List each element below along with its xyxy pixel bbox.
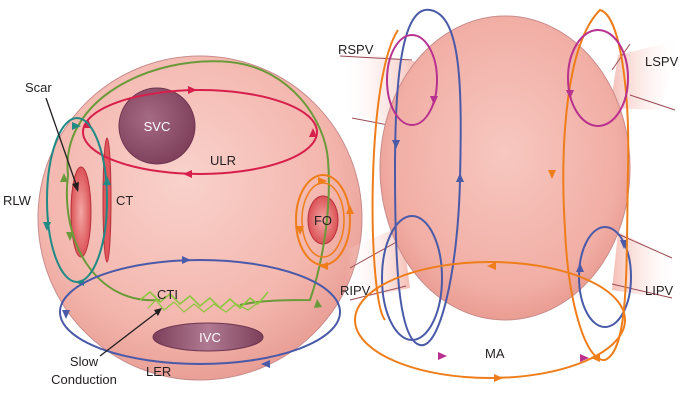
cti-label: CTI: [157, 287, 178, 302]
ivc-label: IVC: [199, 330, 221, 345]
ma-arrow-bottom: [494, 374, 503, 382]
ulr-arrow-bottom: [183, 170, 192, 178]
fo-label: FO: [314, 213, 332, 228]
orange-arrow-right: [548, 170, 556, 179]
svc-vessel: [118, 87, 196, 165]
scar-pointer-head: [72, 182, 79, 192]
right-atrium-chamber: [37, 55, 363, 381]
rlw-arrow-left: [43, 222, 51, 231]
fo-arrow-4: [319, 262, 328, 270]
ma-label: MA: [485, 346, 505, 361]
lspv-arrow: [566, 90, 574, 99]
slow-conduction-pointer-head: [154, 308, 162, 316]
orange-circuit-right: [562, 8, 630, 362]
slow-conduction-label-line1: Slow: [70, 354, 99, 369]
lspv-label: LSPV: [645, 54, 679, 69]
right-atrium-panel: SVC IVC: [3, 55, 363, 387]
magenta-arrow-ma: [438, 352, 447, 360]
rlw-arrow-right: [103, 176, 111, 185]
svc-label: SVC: [144, 119, 171, 134]
ler-label: LER: [146, 364, 171, 379]
rlw-arrow-top: [72, 122, 81, 130]
lipv-label: LIPV: [645, 283, 674, 298]
ler-arrow-left: [62, 310, 70, 319]
ivc-vessel: [152, 322, 264, 352]
fo-circuit-inner: [301, 182, 345, 258]
lipv-vein: [612, 232, 678, 300]
ler-arrow-bottom: [261, 360, 270, 368]
orange-circuit-left: [371, 29, 399, 321]
fo-arrow-1: [318, 177, 327, 185]
rspv-arrow: [430, 96, 438, 105]
ripv-circuit: [381, 215, 443, 341]
rlw-label: RLW: [3, 193, 32, 208]
ma-circuit: [354, 261, 626, 379]
cti-zigzag: [139, 290, 269, 310]
scar-pointer: [45, 97, 79, 191]
ler-arrow-top: [182, 256, 191, 264]
fo-arrow-2: [296, 226, 304, 235]
rspv-circuit: [386, 34, 438, 126]
ulr-circuit: [82, 89, 318, 175]
ma-arrow-top: [487, 262, 496, 270]
ulr-label: ULR: [210, 153, 236, 168]
left-atrium-panel: RSPV LSPV RIPV LIPV MA: [338, 8, 680, 382]
blue-circuit-left: [393, 8, 462, 347]
cti-zigzag-2: [147, 299, 263, 313]
green-arrow-3: [66, 232, 74, 241]
slow-conduction-label-line2: Conduction: [51, 372, 117, 387]
slow-conduction-pointer: [99, 309, 161, 357]
rspv-label: RSPV: [338, 42, 374, 57]
ulr-arrow-right: [309, 128, 317, 137]
magenta-arrow-ma-2: [580, 354, 589, 362]
blue-arrow-up: [456, 173, 464, 182]
left-atrium-chamber: [379, 15, 631, 321]
ripv-label: RIPV: [340, 283, 371, 298]
green-arrow-1: [60, 173, 68, 182]
fo-arrow-3: [346, 205, 354, 214]
blue-arrow-down: [392, 140, 400, 149]
ulr-arrow-top: [188, 86, 197, 94]
scar-region: [70, 166, 92, 258]
ct-label: CT: [116, 193, 133, 208]
ler-circuit: [59, 259, 341, 365]
lipv-arrow: [576, 263, 584, 272]
ripv-vein: [345, 226, 410, 300]
lspv-circuit: [567, 29, 629, 127]
scar-label: Scar: [25, 80, 52, 95]
orange-arrow-right-2: [591, 354, 600, 362]
green-arrow-2: [314, 299, 322, 308]
green-circuit: [65, 60, 330, 306]
